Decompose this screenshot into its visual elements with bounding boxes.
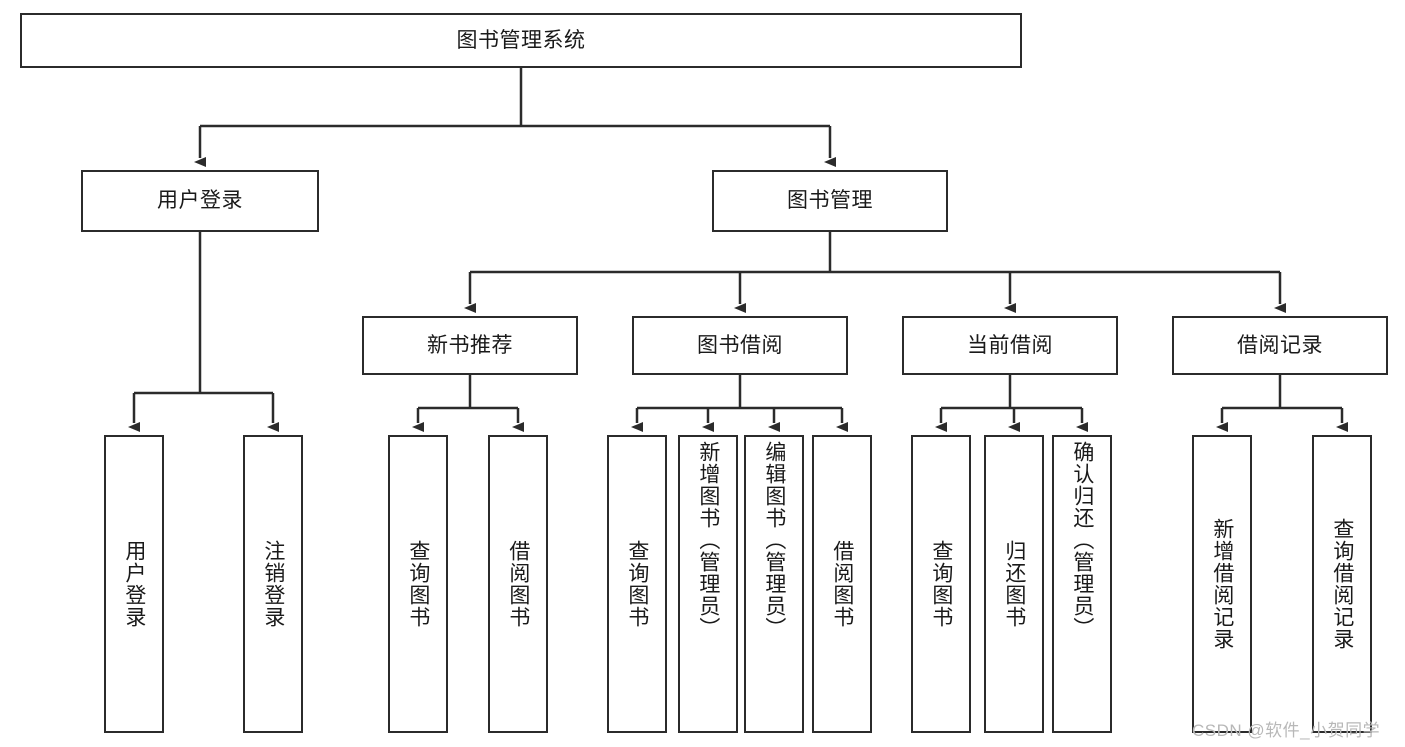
node-root-system[interactable]: 图书管理系统 xyxy=(20,13,1022,68)
node-label: 图书借阅 xyxy=(697,333,783,357)
node-leaf-borrow-book-borrowing[interactable]: 借阅图书 xyxy=(812,435,872,733)
node-label: 查询图书 xyxy=(625,540,649,628)
node-leaf-query-book-borrowing[interactable]: 查询图书 xyxy=(607,435,667,733)
node-leaf-query-book-current[interactable]: 查询图书 xyxy=(911,435,971,733)
node-label: 用户登录 xyxy=(157,189,243,213)
node-leaf-query-book-recommendation[interactable]: 查询图书 xyxy=(388,435,448,733)
node-label: 借阅图书 xyxy=(506,540,530,628)
node-label: 确认归还（管理员） xyxy=(1070,441,1094,639)
node-leaf-logout-login[interactable]: 注销登录 xyxy=(243,435,303,733)
node-label: 查询图书 xyxy=(406,540,430,628)
node-book-borrowing[interactable]: 图书借阅 xyxy=(632,316,848,375)
node-leaf-edit-book-admin[interactable]: 编辑图书（管理员） xyxy=(744,435,804,733)
node-leaf-query-borrow-record[interactable]: 查询借阅记录 xyxy=(1312,435,1372,733)
node-label: 借阅图书 xyxy=(830,540,854,628)
node-borrow-records[interactable]: 借阅记录 xyxy=(1172,316,1388,375)
node-label: 查询图书 xyxy=(929,540,953,628)
node-leaf-user-login[interactable]: 用户登录 xyxy=(104,435,164,733)
node-label: 查询借阅记录 xyxy=(1330,518,1354,650)
node-label: 归还图书 xyxy=(1002,540,1026,628)
node-label: 用户登录 xyxy=(122,540,146,628)
node-label: 新书推荐 xyxy=(427,333,513,357)
node-label: 新增图书（管理员） xyxy=(696,441,720,639)
node-book-manage[interactable]: 图书管理 xyxy=(712,170,948,232)
node-leaf-add-book-admin[interactable]: 新增图书（管理员） xyxy=(678,435,738,733)
node-label: 新增借阅记录 xyxy=(1210,518,1234,650)
node-label: 图书管理系统 xyxy=(456,28,586,52)
node-user-login[interactable]: 用户登录 xyxy=(81,170,319,232)
node-leaf-borrow-book-recommendation[interactable]: 借阅图书 xyxy=(488,435,548,733)
node-leaf-return-book[interactable]: 归还图书 xyxy=(984,435,1044,733)
node-new-book-recommendation[interactable]: 新书推荐 xyxy=(362,316,578,375)
node-label: 图书管理 xyxy=(787,189,873,213)
node-label: 借阅记录 xyxy=(1237,333,1323,357)
node-leaf-confirm-return-admin[interactable]: 确认归还（管理员） xyxy=(1052,435,1112,733)
node-label: 编辑图书（管理员） xyxy=(762,441,786,639)
csdn-watermark: CSDN @软件_小贺同学 xyxy=(1192,721,1381,740)
node-label: 当前借阅 xyxy=(967,333,1053,357)
node-label: 注销登录 xyxy=(261,540,285,628)
node-current-borrowing[interactable]: 当前借阅 xyxy=(902,316,1118,375)
node-leaf-add-borrow-record[interactable]: 新增借阅记录 xyxy=(1192,435,1252,733)
